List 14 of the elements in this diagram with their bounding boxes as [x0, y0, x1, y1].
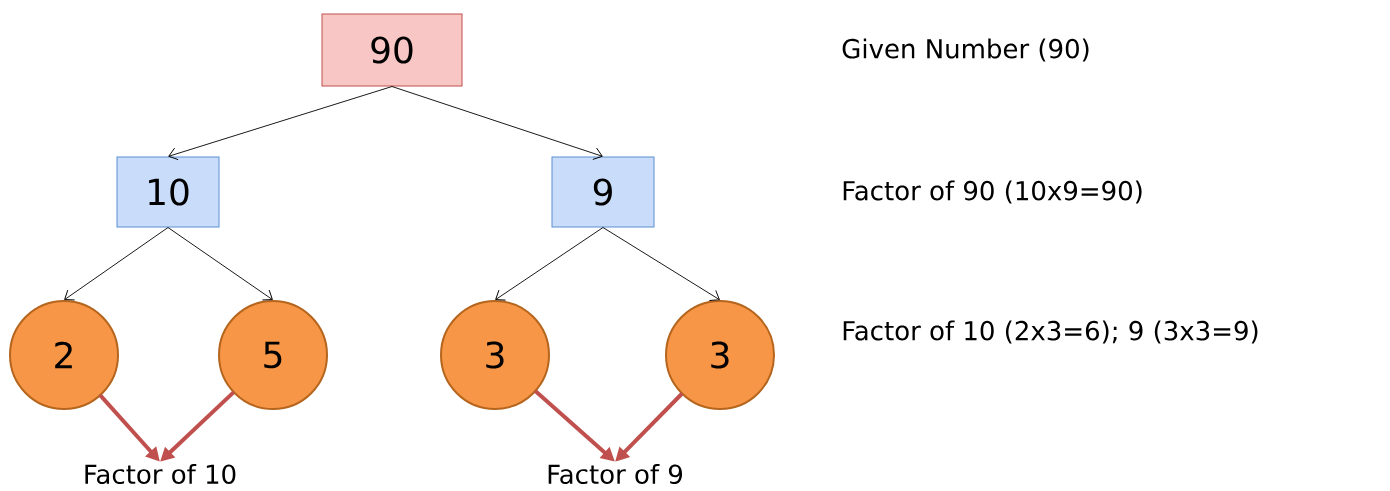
arrow: [495, 227, 604, 301]
level-note: Factor of 90 (10x9=90): [843, 180, 1142, 204]
number-box: 9: [551, 156, 655, 228]
factor-label: Factor of 9: [548, 463, 682, 485]
number-box: 10: [116, 156, 220, 228]
level-note: Given Number (90): [842, 38, 1089, 62]
number-box: 90: [321, 13, 463, 87]
arrow: [391, 86, 603, 160]
level-note: Factor of 10 (2x3=6); 9 (3x3=9): [843, 320, 1258, 344]
arrow: [168, 86, 393, 161]
factor-label: Factor of 10: [85, 463, 236, 485]
arrow: [64, 227, 169, 301]
arrow: [167, 227, 273, 301]
arrow: [602, 227, 720, 301]
